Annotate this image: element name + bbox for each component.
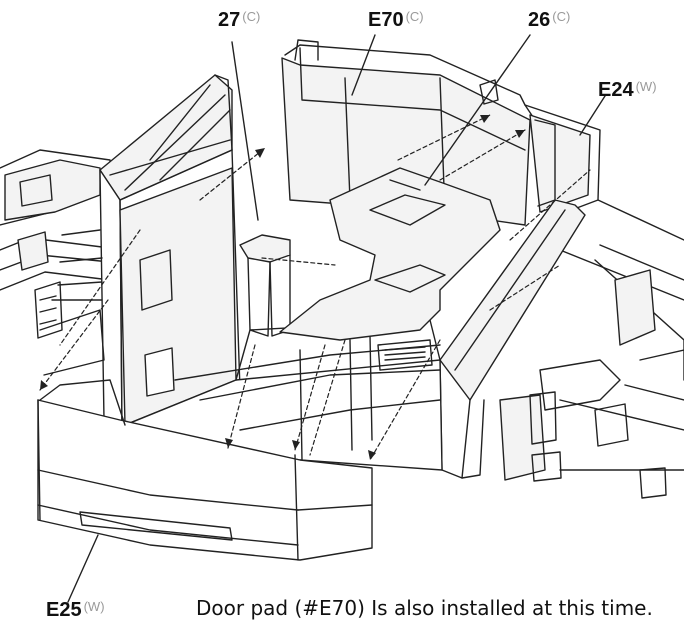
floor-mat [279,167,501,341]
callout-26-mark: (C) [552,9,571,24]
arrow-left-frame-low [39,299,109,391]
arrow-right-door [489,264,561,311]
callout-e25: E25(W) [46,600,105,620]
center-console [239,234,291,337]
arrow-floor-front-1 [227,344,256,449]
callout-e24: E24(W) [598,80,657,100]
callout-e24-mark: (W) [635,79,657,94]
right-side-panel [524,104,684,381]
instruction-caption: Door pad (#E70) Is also installed at thi… [196,596,653,620]
right-door-frame [439,199,684,499]
left-door-frame [39,74,241,431]
leader-e25 [67,534,99,603]
callout-e25-code: E25 [46,599,82,621]
callout-e70-mark: (C) [405,9,424,24]
arrow-left-frame-up [199,147,266,201]
arrow-left-frame-mid [59,229,141,346]
arrow-floor-front-3 [309,339,346,456]
callout-e70: E70(C) [368,10,424,30]
arrow-rear-right [509,169,591,241]
rear-bulkhead [281,39,536,226]
callout-e25-mark: (W) [83,599,105,614]
callout-27-mark: (C) [242,9,261,24]
arrow-floor-front-4 [369,339,441,461]
callout-26: 26(C) [528,10,570,30]
arrow-mat-bulkhead-1 [397,114,491,161]
arrow-floor-front-2 [294,344,326,451]
leader-e70 [351,34,376,96]
leader-26 [424,34,531,186]
callout-27-code: 27 [218,9,241,31]
callout-e70-code: E70 [368,9,404,31]
left-chassis-frame [0,149,113,339]
callout-e24-code: E24 [598,79,634,101]
callout-26-code: 26 [528,9,551,31]
arrow-console-floor [261,257,336,266]
arrow-mat-bulkhead-2 [439,129,526,181]
leader-e24 [579,95,606,136]
leader-27 [231,41,259,221]
callout-27: 27(C) [218,10,260,30]
front-lower-panel [37,379,373,561]
